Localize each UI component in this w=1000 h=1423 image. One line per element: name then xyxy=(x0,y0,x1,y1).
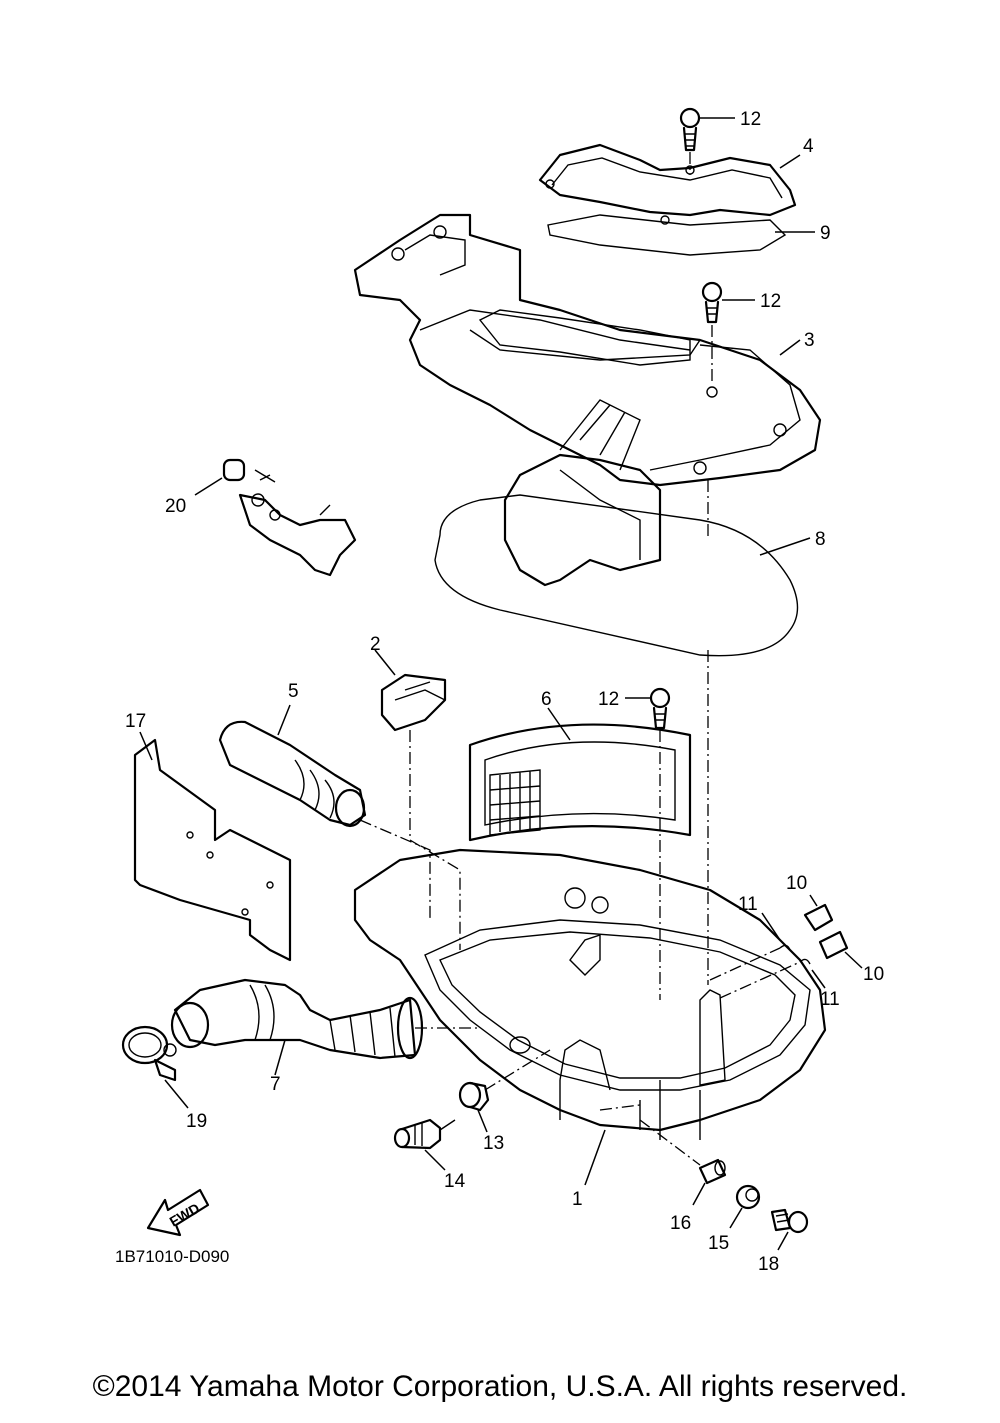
part-11-pin-upper[interactable] xyxy=(779,944,791,951)
copyright-notice: ©2014 Yamaha Motor Corporation, U.S.A. A… xyxy=(92,1370,908,1403)
part-3-duct-cover[interactable] xyxy=(353,213,822,487)
part-12-screw-top[interactable] xyxy=(679,107,701,152)
part-14-plug[interactable] xyxy=(393,1118,456,1150)
callout-11-upper: 11 xyxy=(738,894,758,915)
callout-10-upper: 10 xyxy=(786,873,807,894)
callout-15: 15 xyxy=(708,1233,729,1254)
sensor-harness xyxy=(238,469,357,577)
part-18-bolt[interactable] xyxy=(770,1208,809,1234)
part-1-filter-case[interactable] xyxy=(353,848,827,1140)
callout-14: 14 xyxy=(444,1171,466,1192)
callout-8: 8 xyxy=(815,529,826,550)
fwd-label: FWD xyxy=(167,1200,203,1230)
part-17-heat-shield[interactable] xyxy=(133,738,292,962)
callout-2: 2 xyxy=(370,634,381,655)
part-6-air-filter[interactable] xyxy=(468,723,692,842)
callout-17: 17 xyxy=(125,711,146,732)
part-15-bushing[interactable] xyxy=(735,1184,761,1210)
part-9-gasket[interactable] xyxy=(547,214,787,256)
part-5-hose[interactable] xyxy=(218,720,367,828)
fwd-arrow-icon: FWD xyxy=(146,1188,210,1237)
callout-1: 1 xyxy=(572,1189,583,1210)
part-11-pin-lower[interactable] xyxy=(799,958,811,965)
part-8-seal-ring[interactable] xyxy=(434,453,799,657)
part-19-clamp[interactable] xyxy=(121,1025,177,1082)
callout-9: 9 xyxy=(820,223,831,244)
callout-10-lower: 10 xyxy=(863,964,884,985)
callout-12-lower: 12 xyxy=(598,689,619,710)
part-12-screw-middle[interactable] xyxy=(701,281,723,324)
callout-7: 7 xyxy=(270,1074,281,1095)
part-12-screw-lower[interactable] xyxy=(649,687,671,730)
part-10-latch-lower[interactable] xyxy=(818,930,849,960)
callout-18: 18 xyxy=(758,1254,779,1275)
part-10-latch-upper[interactable] xyxy=(803,903,834,932)
callout-12-top: 12 xyxy=(740,109,761,130)
callout-19: 19 xyxy=(186,1111,207,1132)
part-7-intake-hose[interactable] xyxy=(170,978,424,1060)
part-2-clip[interactable] xyxy=(380,673,447,732)
callout-16: 16 xyxy=(670,1213,691,1234)
callout-12-middle: 12 xyxy=(760,291,781,312)
callout-4: 4 xyxy=(803,136,814,157)
callout-13: 13 xyxy=(483,1133,504,1154)
callout-3: 3 xyxy=(804,330,815,351)
callout-6: 6 xyxy=(541,689,552,710)
diagram-code: 1B71010-D090 xyxy=(115,1247,229,1266)
callout-11-lower: 11 xyxy=(820,989,840,1010)
callout-20: 20 xyxy=(165,496,186,517)
part-4-cover-plate[interactable] xyxy=(538,143,797,225)
part-20-cap[interactable] xyxy=(222,458,246,482)
part-13-grommet[interactable] xyxy=(458,1081,490,1112)
part-16-collar[interactable] xyxy=(698,1158,727,1185)
callout-5: 5 xyxy=(288,681,299,702)
